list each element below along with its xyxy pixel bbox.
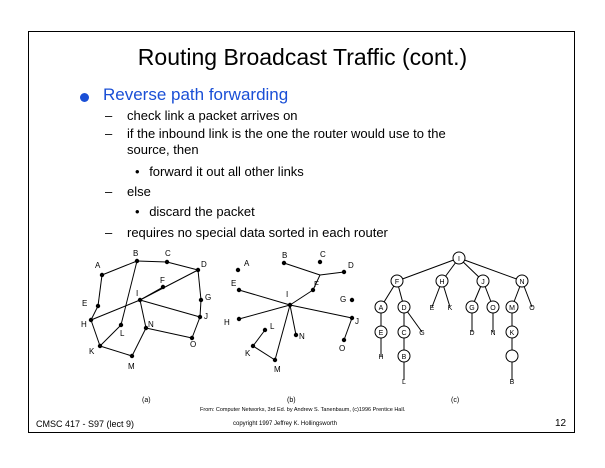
svg-text:I: I: [458, 256, 460, 263]
svg-text:M: M: [509, 305, 515, 312]
tree-nodes: [374, 251, 529, 363]
svg-text:O: O: [339, 344, 345, 353]
svg-text:F: F: [314, 280, 319, 289]
svg-text:E: E: [82, 299, 87, 308]
svg-text:C: C: [165, 249, 171, 258]
svg-text:D: D: [201, 260, 207, 269]
list-item-text: check link a packet arrives on: [127, 108, 298, 123]
svg-text:A: A: [379, 305, 384, 312]
list-item-text: if the inbound link is the one the route…: [127, 126, 446, 141]
svg-text:L: L: [402, 379, 406, 386]
svg-text:N: N: [148, 320, 154, 329]
sub-list-item: • discard the packet: [135, 204, 255, 219]
graph-a-nodes: [88, 258, 204, 359]
bullet-icon: •: [135, 164, 140, 179]
svg-text:D: D: [401, 305, 406, 312]
svg-text:J: J: [481, 279, 485, 286]
dash-icon: –: [105, 184, 113, 199]
bullet-icon: •: [135, 204, 140, 219]
caption-a: (a): [142, 397, 151, 404]
svg-text:G: G: [469, 305, 474, 312]
caption-b: (b): [287, 397, 296, 404]
dash-icon: –: [105, 108, 113, 123]
svg-text:M: M: [274, 365, 281, 374]
svg-text:J: J: [355, 317, 359, 326]
sub-item-text: discard the packet: [149, 204, 255, 219]
svg-text:G: G: [205, 293, 211, 302]
svg-text:D: D: [348, 261, 354, 270]
svg-text:C: C: [320, 250, 326, 259]
svg-text:K: K: [245, 349, 251, 358]
svg-text:N: N: [519, 279, 524, 286]
svg-text:O: O: [190, 340, 196, 349]
svg-text:H: H: [378, 354, 383, 361]
svg-text:A: A: [244, 259, 250, 268]
graph-a-labels: A B C D E F G H I J K L M N O: [81, 249, 211, 371]
list-item-text: else: [127, 184, 151, 199]
svg-text:O: O: [529, 305, 535, 312]
bullet-dot-icon: [80, 93, 89, 102]
svg-text:K: K: [510, 330, 515, 337]
page-number: 12: [555, 418, 567, 429]
svg-text:I: I: [136, 289, 138, 298]
svg-text:J: J: [204, 312, 208, 321]
svg-text:D: D: [469, 330, 474, 337]
svg-text:N: N: [490, 330, 495, 337]
tree-labels: I F H J N A D E K G O M O E C G D N K H …: [378, 256, 535, 386]
svg-text:I: I: [286, 290, 288, 299]
svg-text:K: K: [89, 347, 95, 356]
svg-text:E: E: [430, 305, 435, 312]
svg-text:H: H: [224, 318, 230, 327]
graph-b-edges: [238, 262, 353, 361]
sub-list-item: • forward it out all other links: [135, 164, 304, 179]
svg-text:G: G: [340, 295, 346, 304]
course-label: CMSC 417 - S97 (lect 9): [36, 419, 135, 429]
figure-credit: From: Computer Networks, 3rd Ed. by Andr…: [200, 407, 406, 413]
svg-text:E: E: [379, 330, 384, 337]
graph-b-labels: A B C D E F G H I J K L M N O: [224, 250, 359, 374]
caption-c: (c): [451, 397, 459, 404]
svg-text:B: B: [510, 379, 515, 386]
svg-text:M: M: [128, 362, 135, 371]
main-bullet: Reverse path forwarding: [103, 85, 289, 104]
svg-text:F: F: [160, 276, 165, 285]
sub-item-text: forward it out all other links: [149, 164, 304, 179]
graph-b-nodes: [235, 259, 355, 363]
slide-title: Routing Broadcast Traffic (cont.): [137, 44, 468, 70]
copyright-text: copyright 1997 Jeffrey K. Hollingsworth: [233, 421, 337, 427]
svg-text:B: B: [402, 354, 407, 361]
svg-text:B: B: [133, 249, 138, 258]
svg-text:H: H: [81, 320, 87, 329]
svg-text:L: L: [270, 322, 275, 331]
svg-text:K: K: [448, 305, 453, 312]
svg-text:L: L: [120, 329, 125, 338]
slide-frame: [28, 31, 575, 433]
svg-text:O: O: [490, 305, 496, 312]
graph-a-edges: [90, 260, 202, 357]
svg-text:H: H: [439, 279, 444, 286]
list-item-text: source, then: [127, 142, 199, 157]
svg-text:E: E: [231, 279, 236, 288]
svg-text:F: F: [395, 279, 399, 286]
dash-icon: –: [105, 126, 113, 141]
svg-text:C: C: [401, 330, 406, 337]
svg-text:B: B: [282, 251, 287, 260]
svg-text:G: G: [419, 330, 424, 337]
svg-text:N: N: [299, 332, 305, 341]
dash-icon: –: [105, 225, 113, 240]
list-item-text: requires no special data sorted in each …: [127, 225, 388, 240]
svg-text:A: A: [95, 261, 101, 270]
